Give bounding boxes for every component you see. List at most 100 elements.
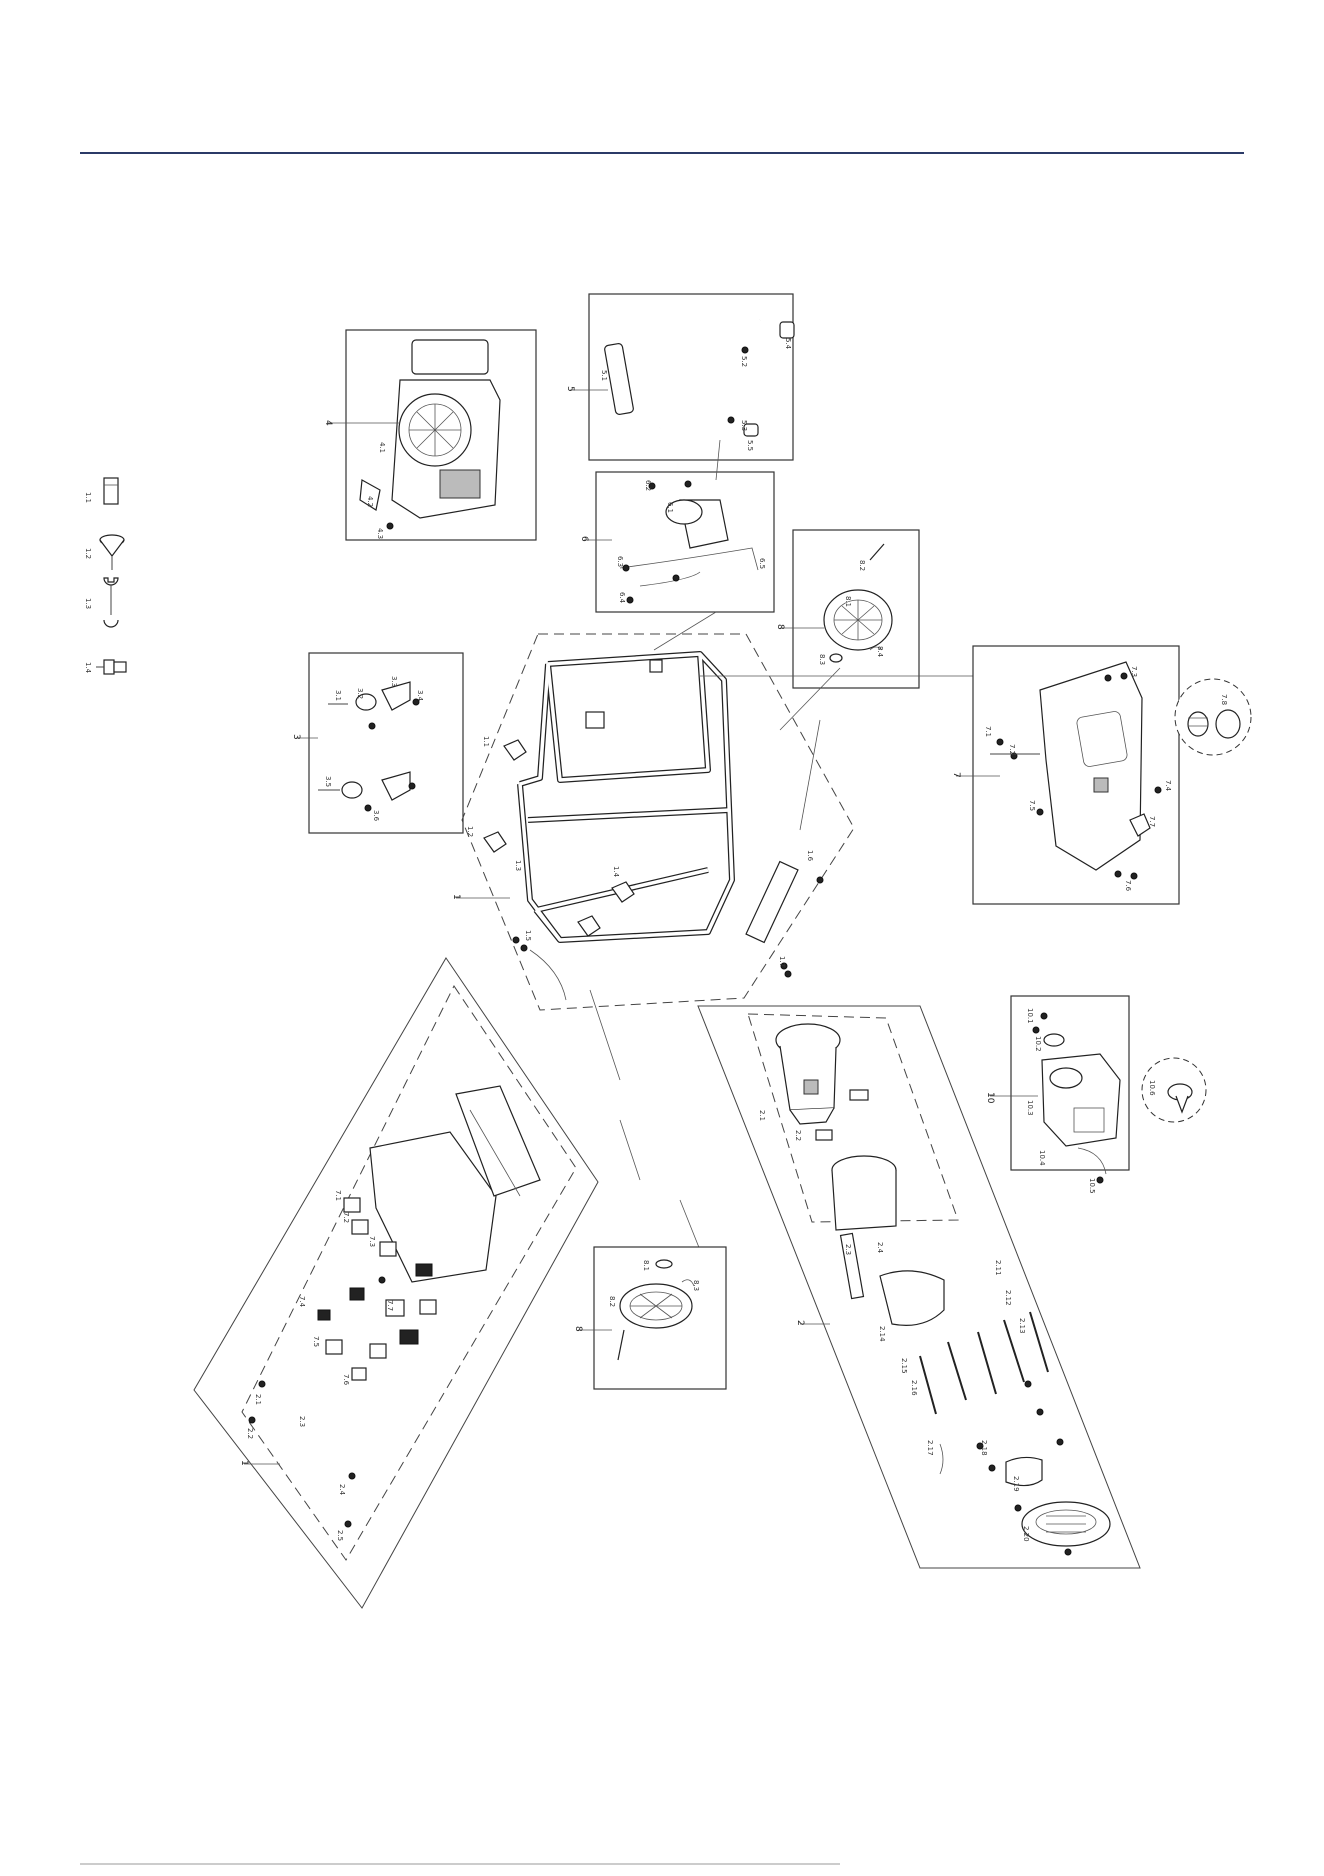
part-callout: 6.3 xyxy=(616,556,624,567)
funnel-icon: 1.2 xyxy=(84,534,125,570)
fuel-cap-detail xyxy=(1174,678,1252,756)
part-callout: 8.4 xyxy=(876,646,884,658)
part-callout: 2.18 xyxy=(980,1440,988,1456)
assembly-callout-handle: 5 xyxy=(565,386,575,392)
part-callout: 2.2 xyxy=(794,1130,802,1141)
part-callout: 2.3 xyxy=(298,1416,306,1427)
part-callout: 7.6 xyxy=(342,1374,350,1386)
part-callout: 5.4 xyxy=(784,338,792,350)
part-callout: 4.2 xyxy=(366,496,374,507)
part-callout: 7.1 xyxy=(334,1190,342,1201)
assembly-callout-wheel-lower: 8 xyxy=(573,1326,583,1332)
part-callout: 8.2 xyxy=(858,560,866,571)
part-callout: 7.8 xyxy=(1220,694,1228,705)
part-callout: 10.2 xyxy=(1034,1036,1042,1052)
part-callout: 5.3 xyxy=(740,420,748,431)
part-callout: 8.3 xyxy=(818,654,826,665)
fuel-tank-assembly: 7 7.1 7.2 7.3 7.4 7.5 7.6 7.7 7.8 xyxy=(951,645,1252,905)
tool-callout: 1.2 xyxy=(84,548,92,559)
part-callout: 2.16 xyxy=(910,1380,918,1396)
part-callout: 7.1 xyxy=(984,726,992,737)
part-callout: 7.4 xyxy=(1164,780,1172,792)
tool-callout: 1.1 xyxy=(84,492,92,503)
handle-assembly: 5 5.1 5.2 5.3 5.4 5.5 xyxy=(565,293,795,461)
assembly-callout-engine: 4 xyxy=(323,420,333,426)
part-callout: 2.4 xyxy=(876,1242,884,1254)
part-callout: 2.1 xyxy=(254,1394,262,1405)
part-callout: 7.3 xyxy=(368,1236,376,1247)
part-callout: 1.5 xyxy=(524,930,532,941)
part-callout: 4.1 xyxy=(378,442,386,453)
part-callout: 2.19 xyxy=(1012,1476,1020,1492)
part-callout: 5.5 xyxy=(746,440,754,451)
part-callout: 2.4 xyxy=(338,1484,346,1496)
part-callout: 1.6 xyxy=(806,850,814,862)
assembly-callout-wheel-upper: 8 xyxy=(775,624,785,630)
part-callout: 7.5 xyxy=(312,1336,320,1347)
part-callout: 3.2 xyxy=(356,688,364,699)
part-callout: 7.4 xyxy=(298,1296,306,1308)
part-callout: 8.1 xyxy=(844,596,852,607)
fuel-filter-assembly: 6 6.1 6.2 6.3 6.4 6.5 xyxy=(579,471,775,613)
alternator-assembly: 2 2.1 2.2 2.3 2.4 2.11 2.12 2.13 2.14 2.… xyxy=(697,1005,1141,1569)
part-callout: 3.4 xyxy=(416,690,424,702)
part-callout: 10.5 xyxy=(1088,1178,1096,1194)
engine-assembly: 4 4.1 4.2 4.3 xyxy=(323,329,537,541)
part-callout: 1.2 xyxy=(466,826,474,837)
part-callout: 6.4 xyxy=(618,592,626,604)
part-callout: 1.7 xyxy=(778,956,786,967)
part-callout: 8.3 xyxy=(692,1280,700,1291)
part-callout: 10.4 xyxy=(1038,1150,1046,1166)
part-callout: 2.17 xyxy=(926,1440,934,1456)
part-callout: 2.12 xyxy=(1004,1290,1012,1306)
wheel-assembly-upper: 8 8.1 8.2 8.3 8.4 xyxy=(775,529,920,689)
part-callout: 3.1 xyxy=(334,690,342,701)
part-callout: 6.2 xyxy=(644,480,652,491)
part-callout: 7.5 xyxy=(1028,800,1036,811)
part-callout: 2.11 xyxy=(994,1260,1002,1276)
wheel-assembly-lower: 8 8.1 8.2 8.3 xyxy=(573,1246,727,1390)
part-callout: 8.1 xyxy=(642,1260,650,1271)
mounts-assembly: 3 3.1 3.2 3.3 3.4 3.5 3.6 xyxy=(291,652,464,834)
assembly-callout-fuel-filter: 6 xyxy=(579,536,589,542)
part-callout: 7.2 xyxy=(1008,744,1016,755)
part-callout: 2.5 xyxy=(336,1530,344,1541)
part-callout: 3.3 xyxy=(390,676,398,687)
part-callout: 7.6 xyxy=(1124,880,1132,892)
tool-callout: 1.4 xyxy=(84,662,92,674)
leader-lines xyxy=(589,439,1020,1251)
assembly-callout-alternator: 2 xyxy=(795,1320,805,1326)
part-callout: 2.13 xyxy=(1018,1318,1026,1334)
part-callout: 3.5 xyxy=(324,776,332,787)
part-callout: 2.14 xyxy=(878,1326,886,1342)
assembly-callout-control-panel: 1 xyxy=(239,1460,249,1466)
part-callout: 1.1 xyxy=(482,736,490,747)
part-callout: 7.7 xyxy=(386,1300,394,1311)
assembly-callout-fuel-tank: 7 xyxy=(951,772,961,778)
part-callout: 2.2 xyxy=(246,1428,254,1439)
assembly-callout-mounts: 3 xyxy=(291,734,301,740)
muffler-assembly: 10 10.1 10.2 10.3 10.4 10.5 10.6 xyxy=(985,995,1207,1194)
part-callout: 2.15 xyxy=(900,1358,908,1374)
part-callout: 7.2 xyxy=(342,1212,350,1223)
part-callout: 10.3 xyxy=(1026,1100,1034,1116)
part-callout: 5.1 xyxy=(600,370,608,381)
wrench-icon: 1.3 xyxy=(84,577,119,628)
part-callout: 5.2 xyxy=(740,356,748,367)
part-callout: 7.3 xyxy=(1130,666,1138,677)
tool-bracket-icon: 1.1 xyxy=(84,477,119,505)
tool-callout: 1.3 xyxy=(84,598,92,609)
tools-column: 1.1 1.2 1.3 1.4 xyxy=(84,477,127,675)
part-callout: 1.4 xyxy=(612,866,620,878)
part-callout: 2.1 xyxy=(758,1110,766,1121)
part-callout: 10.6 xyxy=(1148,1080,1156,1096)
part-callout: 7.7 xyxy=(1148,816,1156,827)
part-callout: 2.3 xyxy=(844,1244,852,1255)
part-callout: 6.5 xyxy=(758,558,766,569)
frame-assembly: 1 1.1 1.2 1.3 1.4 1.5 1.6 1.7 xyxy=(451,633,855,1011)
part-callout: 6.1 xyxy=(666,502,674,513)
control-panel-assembly: 1 7.1 7.2 7.3 7.4 7.5 7.6 7.7 2.1 2.2 2.… xyxy=(193,957,599,1609)
part-callout: 1.3 xyxy=(514,860,522,871)
